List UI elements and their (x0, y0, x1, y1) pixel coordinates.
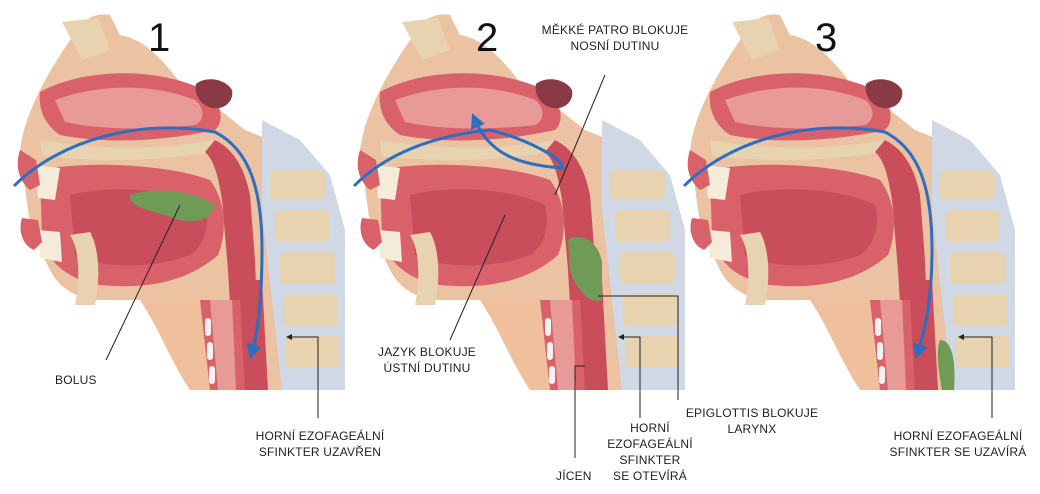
label-soft-palate: MĚKKÉ PATRO BLOKUJE NOSNÍ DUTINU (530, 22, 700, 54)
label-sphincter-closed: HORNÍ EZOFAGEÁLNÍ SFINKTER UZAVŘEN (240, 428, 400, 460)
label-soft-palate-line-1: MĚKKÉ PATRO BLOKUJE (530, 22, 700, 38)
panel-3 (684, 14, 1015, 418)
label-sphincter-opening-line-3: SFINKTER (600, 452, 700, 468)
panel-number-1: 1 (148, 16, 170, 61)
label-sphincter-closing: HORNÍ EZOFAGEÁLNÍ SFINKTER SE UZAVÍRÁ (878, 428, 1038, 460)
label-soft-palate-line-2: NOSNÍ DUTINU (530, 38, 700, 54)
label-tongue-line-1: JAZYK BLOKUJE (372, 344, 482, 360)
label-sphincter-closed-line-1: HORNÍ EZOFAGEÁLNÍ (240, 428, 400, 444)
label-tongue: JAZYK BLOKUJE ÚSTNÍ DUTINU (372, 344, 482, 376)
label-sphincter-closed-line-2: SFINKTER UZAVŘEN (240, 444, 400, 460)
label-epiglottis-line-2: LARYNX (682, 421, 822, 437)
label-sphincter-opening-line-4: SE OTEVÍRÁ (600, 468, 700, 484)
label-epiglottis-line-1: EPIGLOTTIS BLOKUJE (682, 405, 822, 421)
label-sphincter-opening-line-2: EZOFAGEÁLNÍ (600, 436, 700, 452)
panel-number-3: 3 (815, 16, 837, 61)
panel-number-2: 2 (476, 16, 498, 61)
panel-2 (354, 14, 685, 458)
label-sphincter-closing-line-2: SFINKTER SE UZAVÍRÁ (878, 444, 1038, 460)
label-bolus: BOLUS (55, 372, 97, 388)
label-esophagus: JÍCEN (556, 468, 592, 484)
panel-1 (14, 14, 345, 418)
label-tongue-line-2: ÚSTNÍ DUTINU (372, 360, 482, 376)
label-sphincter-closing-line-1: HORNÍ EZOFAGEÁLNÍ (878, 428, 1038, 444)
label-epiglottis: EPIGLOTTIS BLOKUJE LARYNX (682, 405, 822, 437)
